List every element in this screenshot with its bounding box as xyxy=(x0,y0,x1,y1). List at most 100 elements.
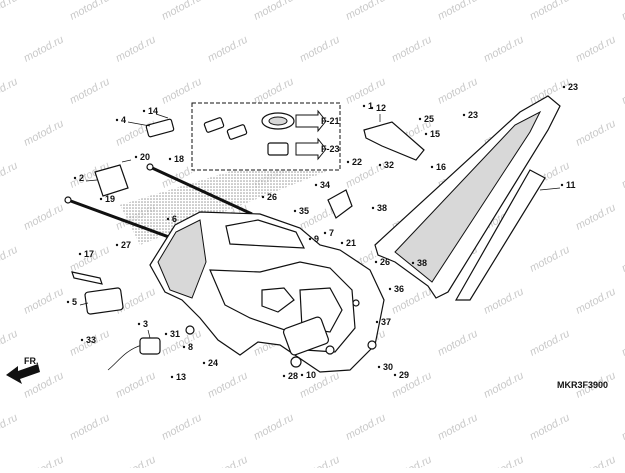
callout-marker-15 xyxy=(424,132,428,136)
watermark-text: motod.ru xyxy=(252,0,296,23)
watermark-text: motod.ru xyxy=(574,454,618,468)
callout-9: 9 xyxy=(314,234,319,244)
callout-25: 25 xyxy=(424,114,434,124)
callout-marker-34 xyxy=(314,183,318,187)
callout-marker-22 xyxy=(346,160,350,164)
lock-part xyxy=(267,142,289,156)
callout-marker-18 xyxy=(168,157,172,161)
bracket-part-2 xyxy=(94,164,129,197)
callout-11: 11 xyxy=(566,180,576,190)
frame-hole-2 xyxy=(185,325,195,335)
rod-18-end xyxy=(146,163,154,171)
key-part xyxy=(145,118,175,138)
callout-marker-2 xyxy=(73,176,77,180)
callout-marker-28 xyxy=(282,374,286,378)
ignition-key-part-2 xyxy=(226,124,248,140)
watermark-text: motod.ru xyxy=(620,244,625,275)
detail-inset: F-21 F-23 xyxy=(191,102,341,171)
watermark-text: motod.ru xyxy=(528,244,572,275)
watermark-text: motod.ru xyxy=(298,454,342,468)
callout-24: 24 xyxy=(208,358,218,368)
watermark-text: motod.ru xyxy=(0,76,20,107)
watermark-text: motod.ru xyxy=(298,370,342,401)
callout-36: 36 xyxy=(394,284,404,294)
sensor-part-3 xyxy=(139,337,161,355)
callout-22: 22 xyxy=(352,157,362,167)
watermark-text: motod.ru xyxy=(252,76,296,107)
main-frame xyxy=(149,211,385,373)
callout-18: 18 xyxy=(174,154,184,164)
fuel-cap-inner xyxy=(268,116,288,126)
callout-marker-36 xyxy=(388,287,392,291)
callout-32: 32 xyxy=(384,160,394,170)
watermark-text: motod.ru xyxy=(482,34,526,65)
watermark-text: motod.ru xyxy=(436,328,480,359)
watermark-text: motod.ru xyxy=(390,34,434,65)
callout-10: 10 xyxy=(306,370,316,380)
watermark-text: motod.ru xyxy=(344,412,388,443)
callout-20: 20 xyxy=(140,152,150,162)
callout-23: 23 xyxy=(568,82,578,92)
callout-marker-6 xyxy=(166,217,170,221)
callout-35: 35 xyxy=(299,206,309,216)
callout-marker-7 xyxy=(323,231,327,235)
watermark-text: motod.ru xyxy=(482,454,526,468)
clip-part-17 xyxy=(71,271,103,285)
watermark-text: motod.ru xyxy=(298,34,342,65)
callout-16: 16 xyxy=(436,162,446,172)
callout-marker-32 xyxy=(378,163,382,167)
direction-label: FR. xyxy=(24,356,39,366)
callout-marker-12 xyxy=(370,106,374,110)
callout-marker-11 xyxy=(560,183,564,187)
watermark-text: motod.ru xyxy=(528,0,572,23)
watermark-text: motod.ru xyxy=(620,412,625,443)
watermark-text: motod.ru xyxy=(528,328,572,359)
callout-marker-38b xyxy=(411,261,415,265)
callout-marker-31 xyxy=(164,332,168,336)
watermark-text: motod.ru xyxy=(390,370,434,401)
callout-2: 2 xyxy=(79,173,84,183)
callout-marker-37 xyxy=(375,320,379,324)
callout-13: 13 xyxy=(176,372,186,382)
callout-marker-5 xyxy=(66,300,70,304)
ref-arrow-f23 xyxy=(295,137,327,161)
callout-marker-33 xyxy=(80,338,84,342)
watermark-text: motod.ru xyxy=(68,0,112,23)
watermark-text: motod.ru xyxy=(0,0,20,23)
watermark-text: motod.ru xyxy=(252,412,296,443)
watermark-text: motod.ru xyxy=(574,202,618,233)
callout-15: 15 xyxy=(430,129,440,139)
callout-17: 17 xyxy=(84,249,94,259)
rod-part-18 xyxy=(149,165,253,216)
watermark-text: motod.ru xyxy=(22,454,66,468)
watermark-text: motod.ru xyxy=(114,370,158,401)
watermark-text: motod.ru xyxy=(620,160,625,191)
ref-label-f23: F-23 xyxy=(321,144,340,154)
callout-marker-26 xyxy=(261,195,265,199)
ignition-key-part xyxy=(203,117,225,133)
callout-27: 27 xyxy=(121,240,131,250)
callout-4: 4 xyxy=(121,115,126,125)
callout-marker-20 xyxy=(134,155,138,159)
callout-marker-17 xyxy=(78,252,82,256)
callout-marker-10 xyxy=(300,373,304,377)
control-unit-part-5 xyxy=(84,287,124,315)
watermark-text: motod.ru xyxy=(344,160,388,191)
callout-marker-35 xyxy=(293,209,297,213)
callout-marker-27 xyxy=(115,243,119,247)
callout-31: 31 xyxy=(170,329,180,339)
watermark-text: motod.ru xyxy=(0,328,20,359)
callout-marker-38 xyxy=(371,206,375,210)
watermark-text: motod.ru xyxy=(574,286,618,317)
callout-34: 34 xyxy=(320,180,330,190)
watermark-text: motod.ru xyxy=(22,202,66,233)
watermark-text: motod.ru xyxy=(620,0,625,23)
bolt-head-28 xyxy=(290,356,302,368)
callout-marker-9 xyxy=(308,237,312,241)
callout-38b: 38 xyxy=(417,258,427,268)
sensor-wire-part-3 xyxy=(107,344,143,371)
callout-marker-4 xyxy=(115,118,119,122)
ref-arrow-f21 xyxy=(295,109,327,133)
watermark-text: motod.ru xyxy=(344,0,388,23)
